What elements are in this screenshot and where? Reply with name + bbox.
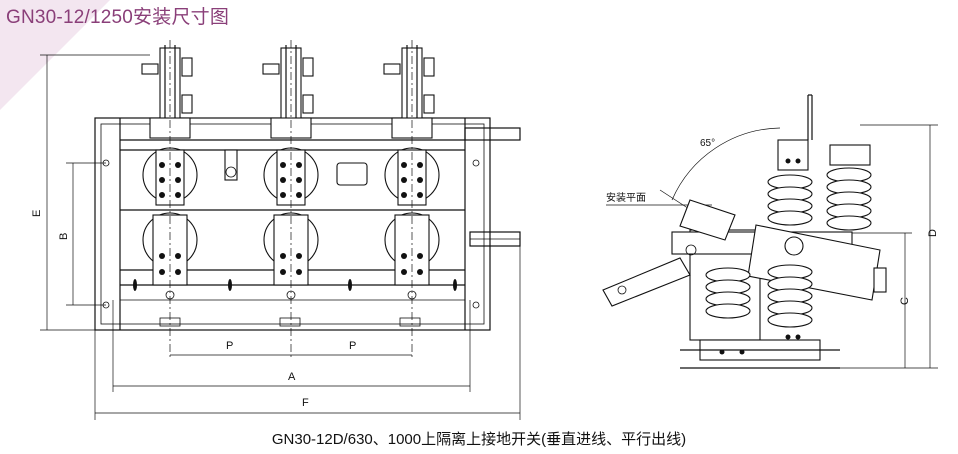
dim-c-label: C: [899, 297, 911, 305]
side-view: [602, 94, 938, 369]
drawing-caption: GN30-12D/630、1000上隔离上接地开关(垂直进线、平行出线): [271, 431, 687, 448]
insulator-bottom-left: [705, 267, 751, 319]
dim-d-label: D: [927, 229, 939, 237]
dim-f-label: F: [302, 397, 309, 409]
dim-p1-label: P: [226, 340, 233, 352]
insulator-top-right: [826, 167, 872, 231]
pole-middle: [262, 45, 319, 300]
mounting-plane-label: 安装平面: [606, 191, 646, 204]
pole-left: [141, 45, 198, 300]
angle-label: 65°: [700, 138, 715, 149]
front-dimensions: [40, 54, 521, 420]
insulator-bottom-right: [767, 264, 813, 328]
page-title: GN30-12/1250安装尺寸图: [6, 7, 230, 28]
insulator-top-left: [767, 174, 813, 226]
dim-a-label: A: [288, 371, 296, 383]
dim-p2-label: P: [349, 340, 356, 352]
pole-right: [383, 45, 440, 300]
dim-e-label: E: [31, 210, 43, 217]
dim-b-label: B: [58, 233, 70, 240]
